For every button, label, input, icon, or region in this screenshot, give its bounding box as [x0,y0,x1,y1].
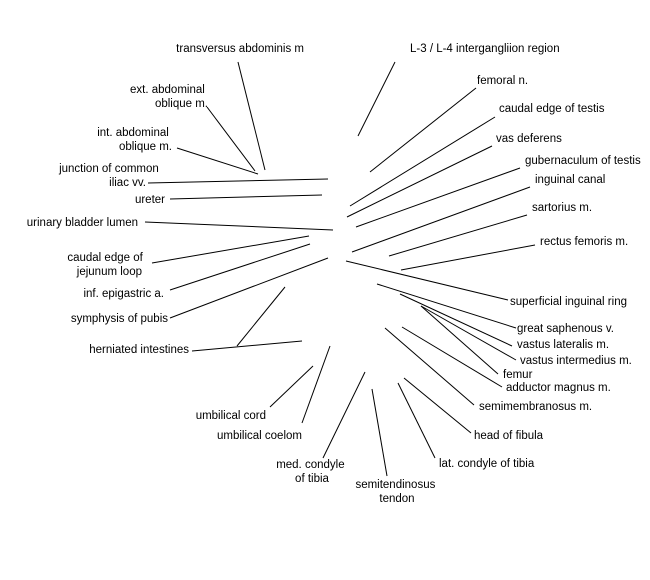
leader-vas-deferens [346,145,493,218]
label-vas-deferens: vas deferens [496,133,562,145]
label-vastus-int: vastus intermedius m. [520,355,632,367]
leader-rectus [400,244,536,271]
label-med-condyle-line2: of tibia [295,473,329,485]
label-transversus: transversus abdominis m [176,43,304,55]
leader-symphysis [169,257,329,319]
leader-semitendinosus [371,388,388,477]
label-rectus: rectus femoris m. [540,236,628,248]
leader-inguinal-canal [351,186,531,253]
label-med-condyle-line1: med. condyle [276,459,344,471]
label-ureter: ureter [135,194,165,206]
label-l3l4: L-3 / L-4 intergangliion region [410,43,560,55]
leader-femur [420,305,499,375]
label-med-condyle: med. condyle of tibia [276,459,348,485]
leader-vastus-lat [399,293,513,347]
leader-umbilical-coelom [301,345,331,424]
leader-vastus-int [420,305,517,361]
label-vastus-lat: vastus lateralis m. [517,339,609,351]
label-head-fibula: head of fibula [474,430,544,442]
label-jejunum-line2: jejunum loop [76,266,142,278]
leader-herniated-b [236,286,286,347]
leader-med-condyle [322,371,366,459]
leader-caudal-testis [349,116,496,207]
label-int-oblique-line1: int. abdominal [97,127,169,139]
leader-femoral-n [369,87,477,173]
label-gubernaculum: gubernaculum of testis [525,155,641,167]
label-inguinal-canal: inguinal canal [535,174,605,186]
label-ext-oblique-line2: oblique m. [155,98,208,110]
label-symphysis: symphysis of pubis [71,313,168,325]
leader-ureter [169,194,323,200]
leader-umbilical-cord [269,365,314,408]
leader-transversus [237,61,266,171]
leader-epigastric [169,243,311,291]
label-umbilical-cord: umbilical cord [196,410,266,422]
leader-saphenous [376,283,517,329]
label-semitendinosus-line1: semitendinosus [355,479,435,491]
label-junction-iliac: junction of common iliac vv. [58,163,162,189]
label-int-oblique: int. abdominal oblique m. [97,127,172,153]
labels: transversus abdominis m L-3 / L-4 interg… [27,43,641,505]
label-saphenous: great saphenous v. [517,323,614,335]
label-semitendinosus-line2: tendon [379,493,414,505]
label-superficial-ring: superficial inguinal ring [510,296,627,308]
leader-bladder [144,221,334,231]
leader-gubernaculum [355,167,521,228]
label-junction-iliac-line1: junction of common [58,163,159,175]
label-caudal-testis: caudal edge of testis [499,103,605,115]
label-epigastric: inf. epigastric a. [83,288,164,300]
leader-semimembranosus [384,327,475,406]
label-lat-condyle: lat. condyle of tibia [439,458,535,470]
leader-herniated-a [191,340,303,352]
label-int-oblique-line2: oblique m. [119,141,172,153]
label-semitendinosus: semitendinosus tendon [355,479,438,505]
label-bladder: urinary bladder lumen [27,217,138,229]
leader-head-fibula [403,377,472,434]
label-umbilical-coelom: umbilical coelom [217,430,302,442]
label-jejunum-line1: caudal edge of [67,252,143,264]
label-sartorius: sartorius m. [532,202,592,214]
leader-lines [144,61,536,477]
label-ext-oblique-line1: ext. abdominal [130,84,205,96]
leader-l3l4 [357,61,396,137]
label-junction-iliac-line2: iliac vv. [109,177,146,189]
label-femur: femur [503,369,533,381]
leader-int-oblique [176,147,259,175]
label-herniated: herniated intestines [89,344,189,356]
leader-ext-oblique [206,106,256,172]
label-adductor: adductor magnus m. [506,382,611,394]
label-femoral-n: femoral n. [477,75,528,87]
label-semimembranosus: semimembranosus m. [479,401,592,413]
label-jejunum: caudal edge of jejunum loop [67,252,146,278]
label-ext-oblique: ext. abdominal oblique m. [130,84,208,110]
leader-junction-iliac [147,178,329,184]
leader-adductor [401,326,503,388]
leader-superficial-ring [345,260,509,301]
leader-sartorius [388,214,528,257]
leader-jejunum [151,235,310,264]
leader-lat-condyle [397,382,436,459]
